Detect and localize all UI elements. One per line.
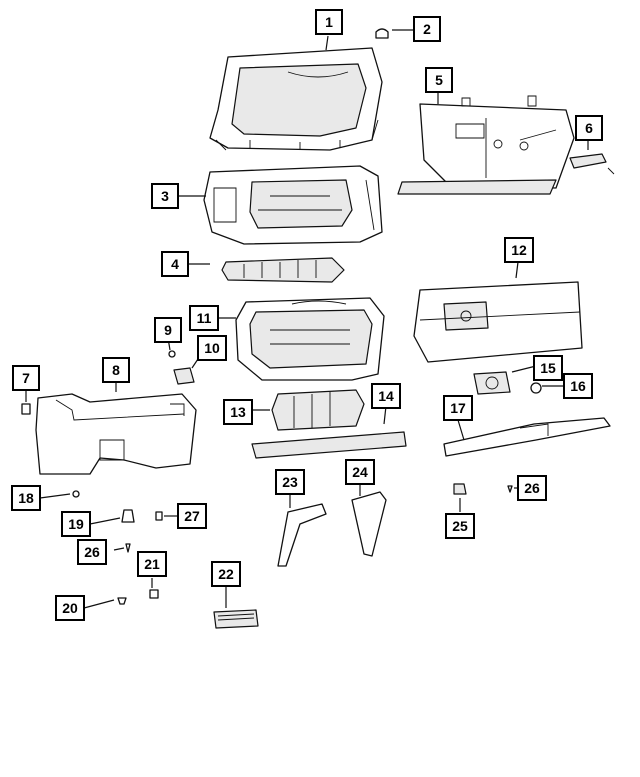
callout-14: 14: [371, 383, 401, 409]
part-25-clip: [453, 483, 467, 495]
callout-26-left-label: 26: [84, 544, 100, 560]
callout-5: 5: [425, 67, 453, 93]
callout-26-right-label: 26: [524, 480, 540, 496]
callout-10-label: 10: [204, 340, 220, 356]
part-9-connector: [168, 350, 176, 358]
callout-7-label: 7: [22, 370, 30, 386]
part-22-module: [213, 609, 259, 629]
part-20-screw: [117, 597, 127, 605]
part-4-vent-grille: [221, 257, 345, 283]
part-11-glove-box-frame: [235, 297, 385, 381]
callout-20: 20: [55, 595, 85, 621]
callout-6: 6: [575, 115, 603, 141]
callout-18: 18: [11, 485, 41, 511]
part-1-glove-box-frame: [209, 47, 383, 151]
part-10-bracket: [173, 367, 195, 385]
part-16-button: [530, 382, 542, 394]
callout-6-label: 6: [585, 120, 593, 136]
callout-23: 23: [275, 469, 305, 495]
callout-19-label: 19: [68, 516, 84, 532]
part-8-lower-panel: [35, 393, 197, 475]
part-17-bracket-beam: [443, 417, 611, 457]
callout-26-left: 26: [77, 539, 107, 565]
callout-11: 11: [189, 305, 219, 331]
callout-16: 16: [563, 373, 593, 399]
callout-1-label: 1: [325, 14, 333, 30]
part-24-side-trim: [351, 491, 387, 557]
callout-8: 8: [102, 357, 130, 383]
part-3-glove-box-housing: [203, 165, 383, 245]
part-2-clip: [375, 28, 389, 39]
callout-27: 27: [177, 503, 207, 529]
callout-11-label: 11: [197, 310, 212, 326]
callout-5-label: 5: [435, 72, 443, 88]
callout-15-label: 15: [540, 360, 556, 376]
callout-22-label: 22: [218, 566, 234, 582]
callout-15: 15: [533, 355, 563, 381]
callout-2-label: 2: [423, 21, 431, 37]
callout-16-label: 16: [570, 378, 586, 394]
callout-21: 21: [137, 551, 167, 577]
part-21-clip: [149, 589, 159, 599]
callout-1: 1: [315, 9, 343, 35]
callout-3-label: 3: [161, 188, 169, 204]
callout-19: 19: [61, 511, 91, 537]
part-26-fastener-b: [125, 543, 131, 553]
callout-22: 22: [211, 561, 241, 587]
part-14-trim-strip: [251, 431, 407, 459]
callout-3: 3: [151, 183, 179, 209]
part-6-latch: [569, 153, 615, 175]
callout-13: 13: [223, 399, 253, 425]
callout-25-label: 25: [452, 518, 468, 534]
callout-8-label: 8: [112, 362, 120, 378]
part-27-clip: [155, 511, 163, 521]
part-18-push-pin: [72, 490, 80, 498]
callout-25: 25: [445, 513, 475, 539]
callout-12-label: 12: [511, 242, 527, 258]
callout-27-label: 27: [184, 508, 200, 524]
callout-24: 24: [345, 459, 375, 485]
callout-10: 10: [197, 335, 227, 361]
part-7-clip: [21, 403, 31, 415]
callout-24-label: 24: [352, 464, 368, 480]
callout-21-label: 21: [144, 556, 160, 572]
callout-17-label: 17: [450, 400, 466, 416]
callout-26-right: 26: [517, 475, 547, 501]
callout-9: 9: [154, 317, 182, 343]
part-12-glove-box-door: [413, 281, 583, 363]
callout-23-label: 23: [282, 474, 298, 490]
callout-4: 4: [161, 251, 189, 277]
callout-20-label: 20: [62, 600, 78, 616]
part-19-fastener: [121, 509, 135, 523]
callout-12: 12: [504, 237, 534, 263]
part-26-fastener-a: [507, 485, 513, 493]
part-15-latch-handle: [473, 371, 511, 395]
callout-18-label: 18: [18, 490, 34, 506]
callout-17: 17: [443, 395, 473, 421]
callout-14-label: 14: [378, 388, 394, 404]
part-13-vent-grille: [271, 389, 365, 431]
part-5-glove-box-bin: [397, 95, 575, 195]
callout-2: 2: [413, 16, 441, 42]
callout-7: 7: [12, 365, 40, 391]
callout-9-label: 9: [164, 322, 172, 338]
part-23-side-trim: [277, 503, 327, 567]
callout-13-label: 13: [230, 404, 246, 420]
callout-4-label: 4: [171, 256, 179, 272]
